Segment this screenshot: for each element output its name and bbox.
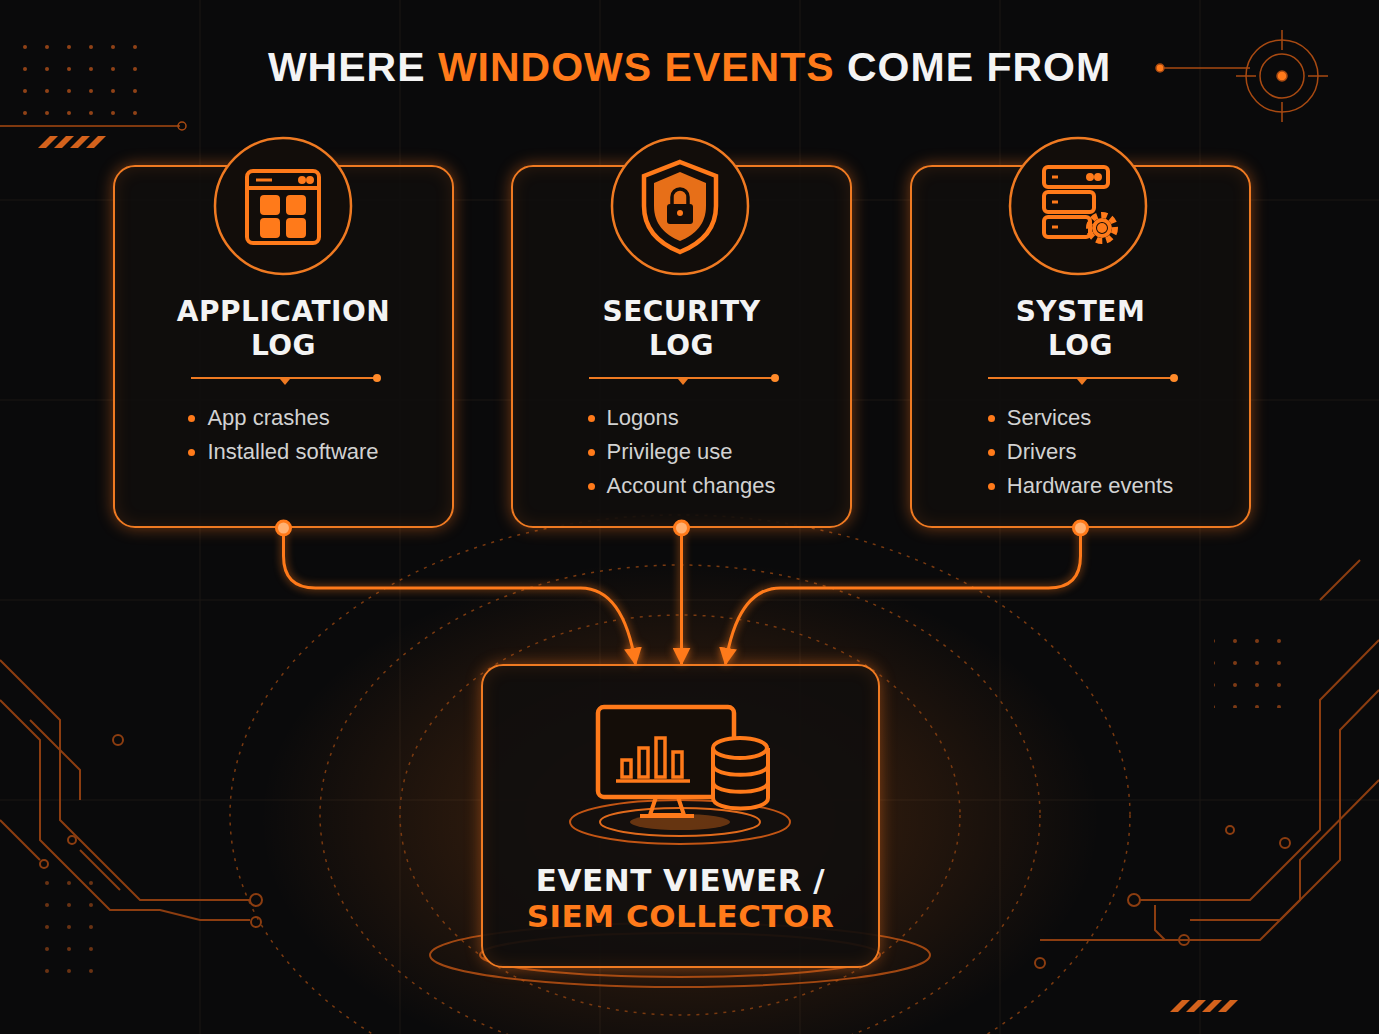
bullet-row: Installed software bbox=[188, 435, 378, 469]
collector-label: EVENT VIEWER / bbox=[536, 862, 825, 898]
separator bbox=[589, 377, 775, 379]
separator-notch bbox=[280, 379, 290, 385]
bullet-row: Hardware events bbox=[988, 469, 1173, 503]
connector-arrow bbox=[284, 528, 636, 664]
bullet-text: Installed software bbox=[207, 435, 378, 469]
collector-box: EVENT VIEWER /SIEM COLLECTOR bbox=[481, 664, 880, 968]
bullet-text: Services bbox=[1007, 401, 1091, 435]
bullet-row: Drivers bbox=[988, 435, 1173, 469]
bullet-row: Privilege use bbox=[588, 435, 776, 469]
bullet-text: Account changes bbox=[607, 469, 776, 503]
separator-dot bbox=[1170, 374, 1178, 382]
box-heading: APPLICATION LOG bbox=[177, 295, 390, 363]
bullet-text: App crashes bbox=[207, 401, 329, 435]
bullet-dot bbox=[588, 483, 595, 490]
bullet-text: Privilege use bbox=[607, 435, 733, 469]
title-word: COME bbox=[847, 44, 974, 90]
bullet-list: LogonsPrivilege useAccount changes bbox=[588, 401, 776, 503]
separator-notch bbox=[1077, 379, 1087, 385]
box-heading: SYSTEM LOG bbox=[1016, 295, 1146, 363]
bullet-dot bbox=[188, 449, 195, 456]
bullet-row: Logons bbox=[588, 401, 776, 435]
separator-dot bbox=[771, 374, 779, 382]
bullet-dot bbox=[588, 449, 595, 456]
title-word: FROM bbox=[986, 44, 1111, 90]
title-word: WHERE bbox=[268, 44, 426, 90]
separator bbox=[988, 377, 1174, 379]
log-box: SECURITY LOG LogonsPrivilege useAccount c… bbox=[511, 165, 852, 528]
title-word: WINDOWS bbox=[438, 44, 652, 90]
bullet-dot bbox=[988, 483, 995, 490]
separator-notch bbox=[678, 379, 688, 385]
separator bbox=[191, 377, 377, 379]
bullet-text: Hardware events bbox=[1007, 469, 1173, 503]
bullet-dot bbox=[988, 449, 995, 456]
title-word: EVENTS bbox=[665, 44, 835, 90]
log-box: APPLICATION LOG App crashesInstalled soft… bbox=[113, 165, 454, 528]
bullet-dot bbox=[588, 415, 595, 422]
bullet-dot bbox=[188, 415, 195, 422]
log-box: SYSTEM LOG ServicesDriversHardware events bbox=[910, 165, 1251, 528]
collector-label: SIEM COLLECTOR bbox=[527, 898, 835, 934]
box-heading: SECURITY LOG bbox=[603, 295, 761, 363]
connector-arrow bbox=[680, 528, 683, 664]
bullet-row: Services bbox=[988, 401, 1173, 435]
bullet-dot bbox=[988, 415, 995, 422]
bullet-row: Account changes bbox=[588, 469, 776, 503]
connector-arrow bbox=[726, 528, 1081, 664]
bullet-text: Drivers bbox=[1007, 435, 1077, 469]
title: WHERE WINDOWS EVENTS COME FROM bbox=[0, 44, 1379, 91]
bullet-list: App crashesInstalled software bbox=[188, 401, 378, 469]
bullet-list: ServicesDriversHardware events bbox=[988, 401, 1173, 503]
bullet-row: App crashes bbox=[188, 401, 378, 435]
separator-dot bbox=[373, 374, 381, 382]
bullet-text: Logons bbox=[607, 401, 679, 435]
